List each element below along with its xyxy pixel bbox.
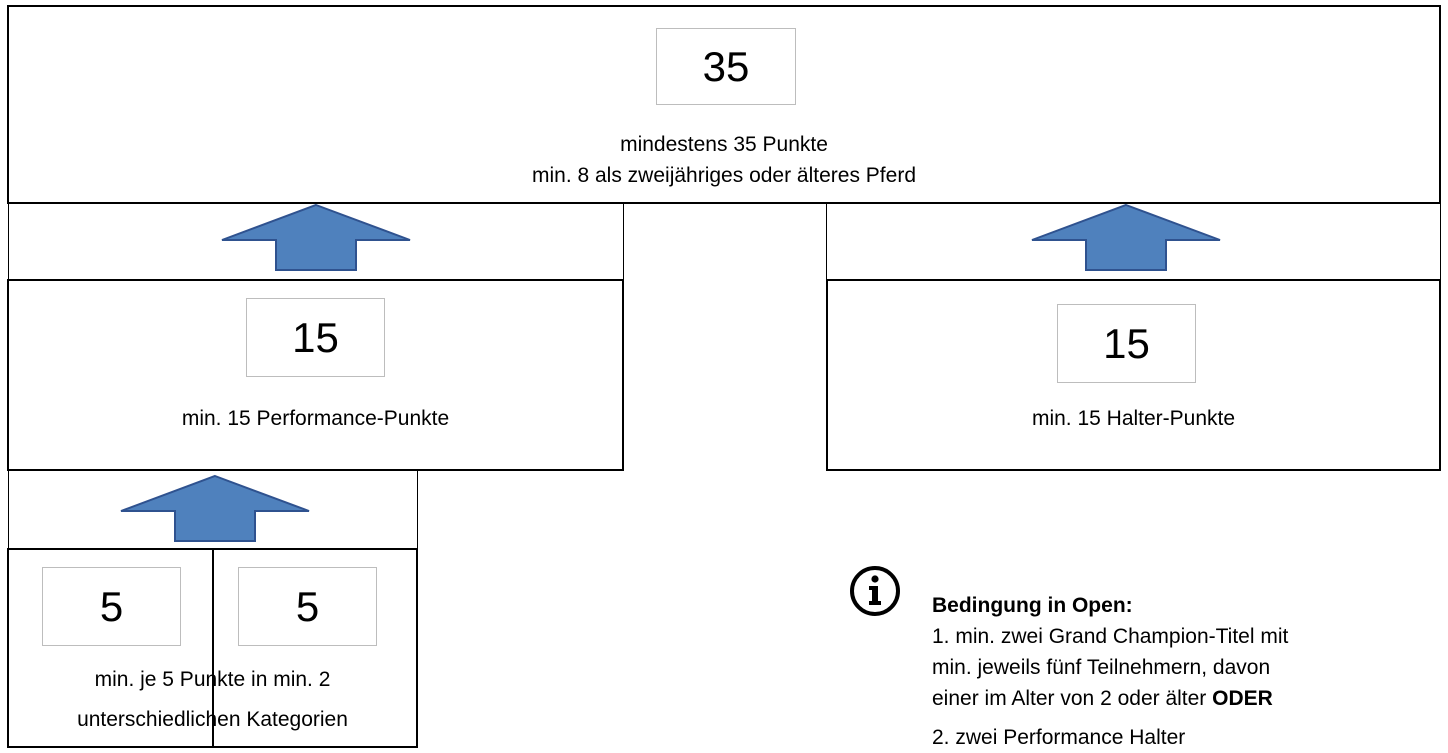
performance-points-value: 15 — [246, 298, 385, 377]
category-caption-line2: unterschiedlichen Kategorien — [77, 708, 348, 731]
up-arrow-icon-halter — [1031, 203, 1221, 271]
performance-points-caption: min. 15 Performance-Punkte — [181, 407, 450, 430]
up-arrow-icon-performance — [221, 203, 411, 271]
note-line-3-text: einer im Alter von 2 oder älter — [932, 687, 1213, 710]
category-points-value-left: 5 — [42, 567, 181, 646]
note-line-1: 1. min. zwei Grand Champion-Titel mit — [932, 625, 1289, 648]
category-caption-line1: min. je 5 Punkte in min. 2 — [94, 668, 331, 691]
total-points-requirement: mindestens 35 Punkte — [620, 133, 828, 156]
age-requirement: min. 8 als zweijähriges oder älteres Pfe… — [531, 164, 916, 187]
note-line-4: 2. zwei Performance Halter — [932, 726, 1186, 749]
halter-points-caption: min. 15 Halter-Punkte — [1031, 407, 1236, 430]
up-arrow-icon-categories — [120, 474, 310, 542]
note-line-2: min. jeweils fünf Teilnehmern, davon — [932, 656, 1271, 679]
info-icon — [850, 566, 900, 616]
note-or-keyword: ODER — [1212, 687, 1273, 710]
total-points-value: 35 — [656, 28, 796, 105]
halter-points-value: 15 — [1057, 304, 1196, 383]
category-points-value-right: 5 — [238, 567, 377, 646]
note-line-3: einer im Alter von 2 oder älter ODER — [932, 683, 1273, 714]
note-title: Bedingung in Open: — [932, 594, 1133, 617]
